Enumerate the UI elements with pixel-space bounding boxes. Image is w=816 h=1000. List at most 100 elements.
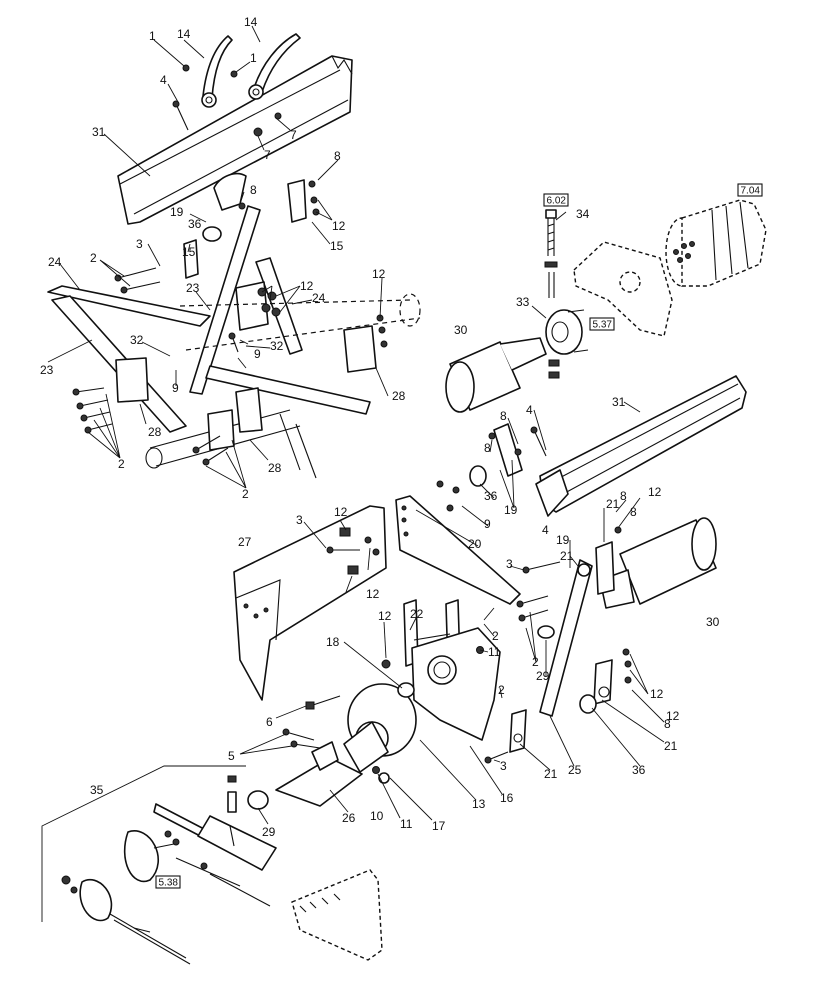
callout-8: 8 (250, 183, 257, 197)
bolt-6 (305, 695, 341, 710)
frame-tube-24-right (255, 257, 303, 355)
bolts-5 (282, 728, 321, 749)
callout-12: 12 (666, 709, 680, 723)
drum-30-upper (445, 337, 547, 413)
callout-29: 29 (536, 669, 550, 683)
bolt-4-top (172, 100, 189, 131)
callout-35: 35 (90, 783, 104, 797)
callout-3: 3 (500, 759, 507, 773)
callout-3: 3 (136, 237, 143, 251)
callout-14: 14 (244, 15, 258, 29)
mount-plate-15-left (183, 239, 199, 279)
callout-12: 12 (378, 609, 392, 623)
callout-21: 21 (544, 767, 558, 781)
callout-8: 8 (334, 149, 341, 163)
leader-lines (47, 25, 665, 825)
callout-11: 11 (400, 817, 413, 831)
spring-tine-14-right (248, 33, 301, 100)
callout-9: 9 (484, 517, 491, 531)
callout-23: 23 (186, 281, 200, 295)
callout-12: 12 (366, 587, 380, 601)
ref-box-6-02: 6.02 (543, 193, 569, 207)
cover-27 (233, 505, 387, 701)
callout-4: 4 (160, 73, 167, 87)
svg-text:6.02: 6.02 (547, 196, 567, 207)
callout-6: 6 (266, 715, 273, 729)
frame-rail-long (205, 365, 371, 415)
callout-14: 14 (177, 27, 191, 41)
kit-35-parts (61, 775, 277, 965)
callout-36: 36 (188, 217, 202, 231)
callout-23: 23 (40, 363, 54, 377)
callout-12: 12 (332, 219, 346, 233)
mount-plate-15-right (287, 179, 320, 223)
callout-22: 22 (410, 607, 424, 621)
callout-32: 32 (130, 333, 144, 347)
callout-2: 2 (90, 251, 97, 265)
callout-7: 7 (264, 148, 271, 162)
callout-15: 15 (182, 245, 196, 259)
callout-2: 2 (492, 629, 499, 643)
plate-20 (395, 495, 521, 605)
callout-19: 19 (504, 503, 518, 517)
ref-box-7-04: 7.04 (737, 183, 763, 197)
callout-12: 12 (300, 279, 314, 293)
svg-text:7.04: 7.04 (741, 186, 761, 197)
callout-8: 8 (500, 409, 507, 423)
arm-25 (539, 559, 593, 717)
callout-2: 2 (118, 457, 125, 471)
kit-35-outline (41, 765, 246, 922)
callout-33: 33 (516, 295, 530, 309)
callout-25: 25 (568, 763, 582, 777)
callout-7: 7 (290, 128, 297, 142)
callout-27: 27 (238, 535, 252, 549)
callout-34: 34 (576, 207, 590, 221)
callout-29: 29 (262, 825, 276, 839)
callout-36: 36 (632, 763, 646, 777)
svg-text:5.38: 5.38 (159, 878, 179, 889)
callout-24: 24 (48, 255, 62, 269)
callout-12: 12 (648, 485, 662, 499)
bracket-28-upper-right (343, 314, 388, 373)
bearing-18 (381, 659, 415, 698)
callout-2: 2 (498, 683, 505, 697)
callout-36: 36 (484, 489, 498, 503)
callout-28: 28 (148, 425, 162, 439)
bolt-3-bottom (484, 751, 509, 764)
callout-4: 4 (526, 403, 533, 417)
ref-box-5-38: 5.38 (155, 875, 181, 889)
callout-18: 18 (326, 635, 340, 649)
callout-2: 2 (532, 655, 539, 669)
frame-tube-24-left (47, 285, 211, 327)
callout-9: 9 (172, 381, 179, 395)
bolt-1-left (182, 64, 190, 72)
callout-16: 16 (500, 791, 514, 805)
bracket-28-left (115, 357, 149, 403)
callout-3: 3 (506, 557, 513, 571)
bracket-28-bottom (207, 387, 263, 451)
plate-16 (411, 627, 501, 741)
callout-32: 32 (270, 339, 284, 353)
callout-30: 30 (706, 615, 720, 629)
callout-31: 31 (92, 125, 106, 139)
drum-30-lower (599, 517, 717, 609)
callout-19: 19 (170, 205, 184, 219)
callout-8: 8 (484, 441, 491, 455)
callout-30: 30 (454, 323, 468, 337)
guard-plate-31-right (535, 375, 747, 517)
callout-2: 2 (242, 487, 249, 501)
motor-mount-bracket-dashed (573, 241, 673, 337)
callout-28: 28 (392, 389, 406, 403)
callout-12: 12 (334, 505, 348, 519)
bolt-34 (544, 209, 558, 298)
frame-ghost-bottom-dashed (291, 869, 383, 961)
callout-21: 21 (664, 739, 678, 753)
callout-8: 8 (620, 489, 627, 503)
coupling-33 (545, 309, 589, 379)
flange-13 (343, 683, 417, 773)
bracket-21-lower (579, 659, 613, 714)
ref-box-5-37: 5.37 (589, 317, 615, 331)
callout-15: 15 (330, 239, 344, 253)
svg-text:5.37: 5.37 (593, 320, 613, 331)
callout-12: 12 (650, 687, 664, 701)
